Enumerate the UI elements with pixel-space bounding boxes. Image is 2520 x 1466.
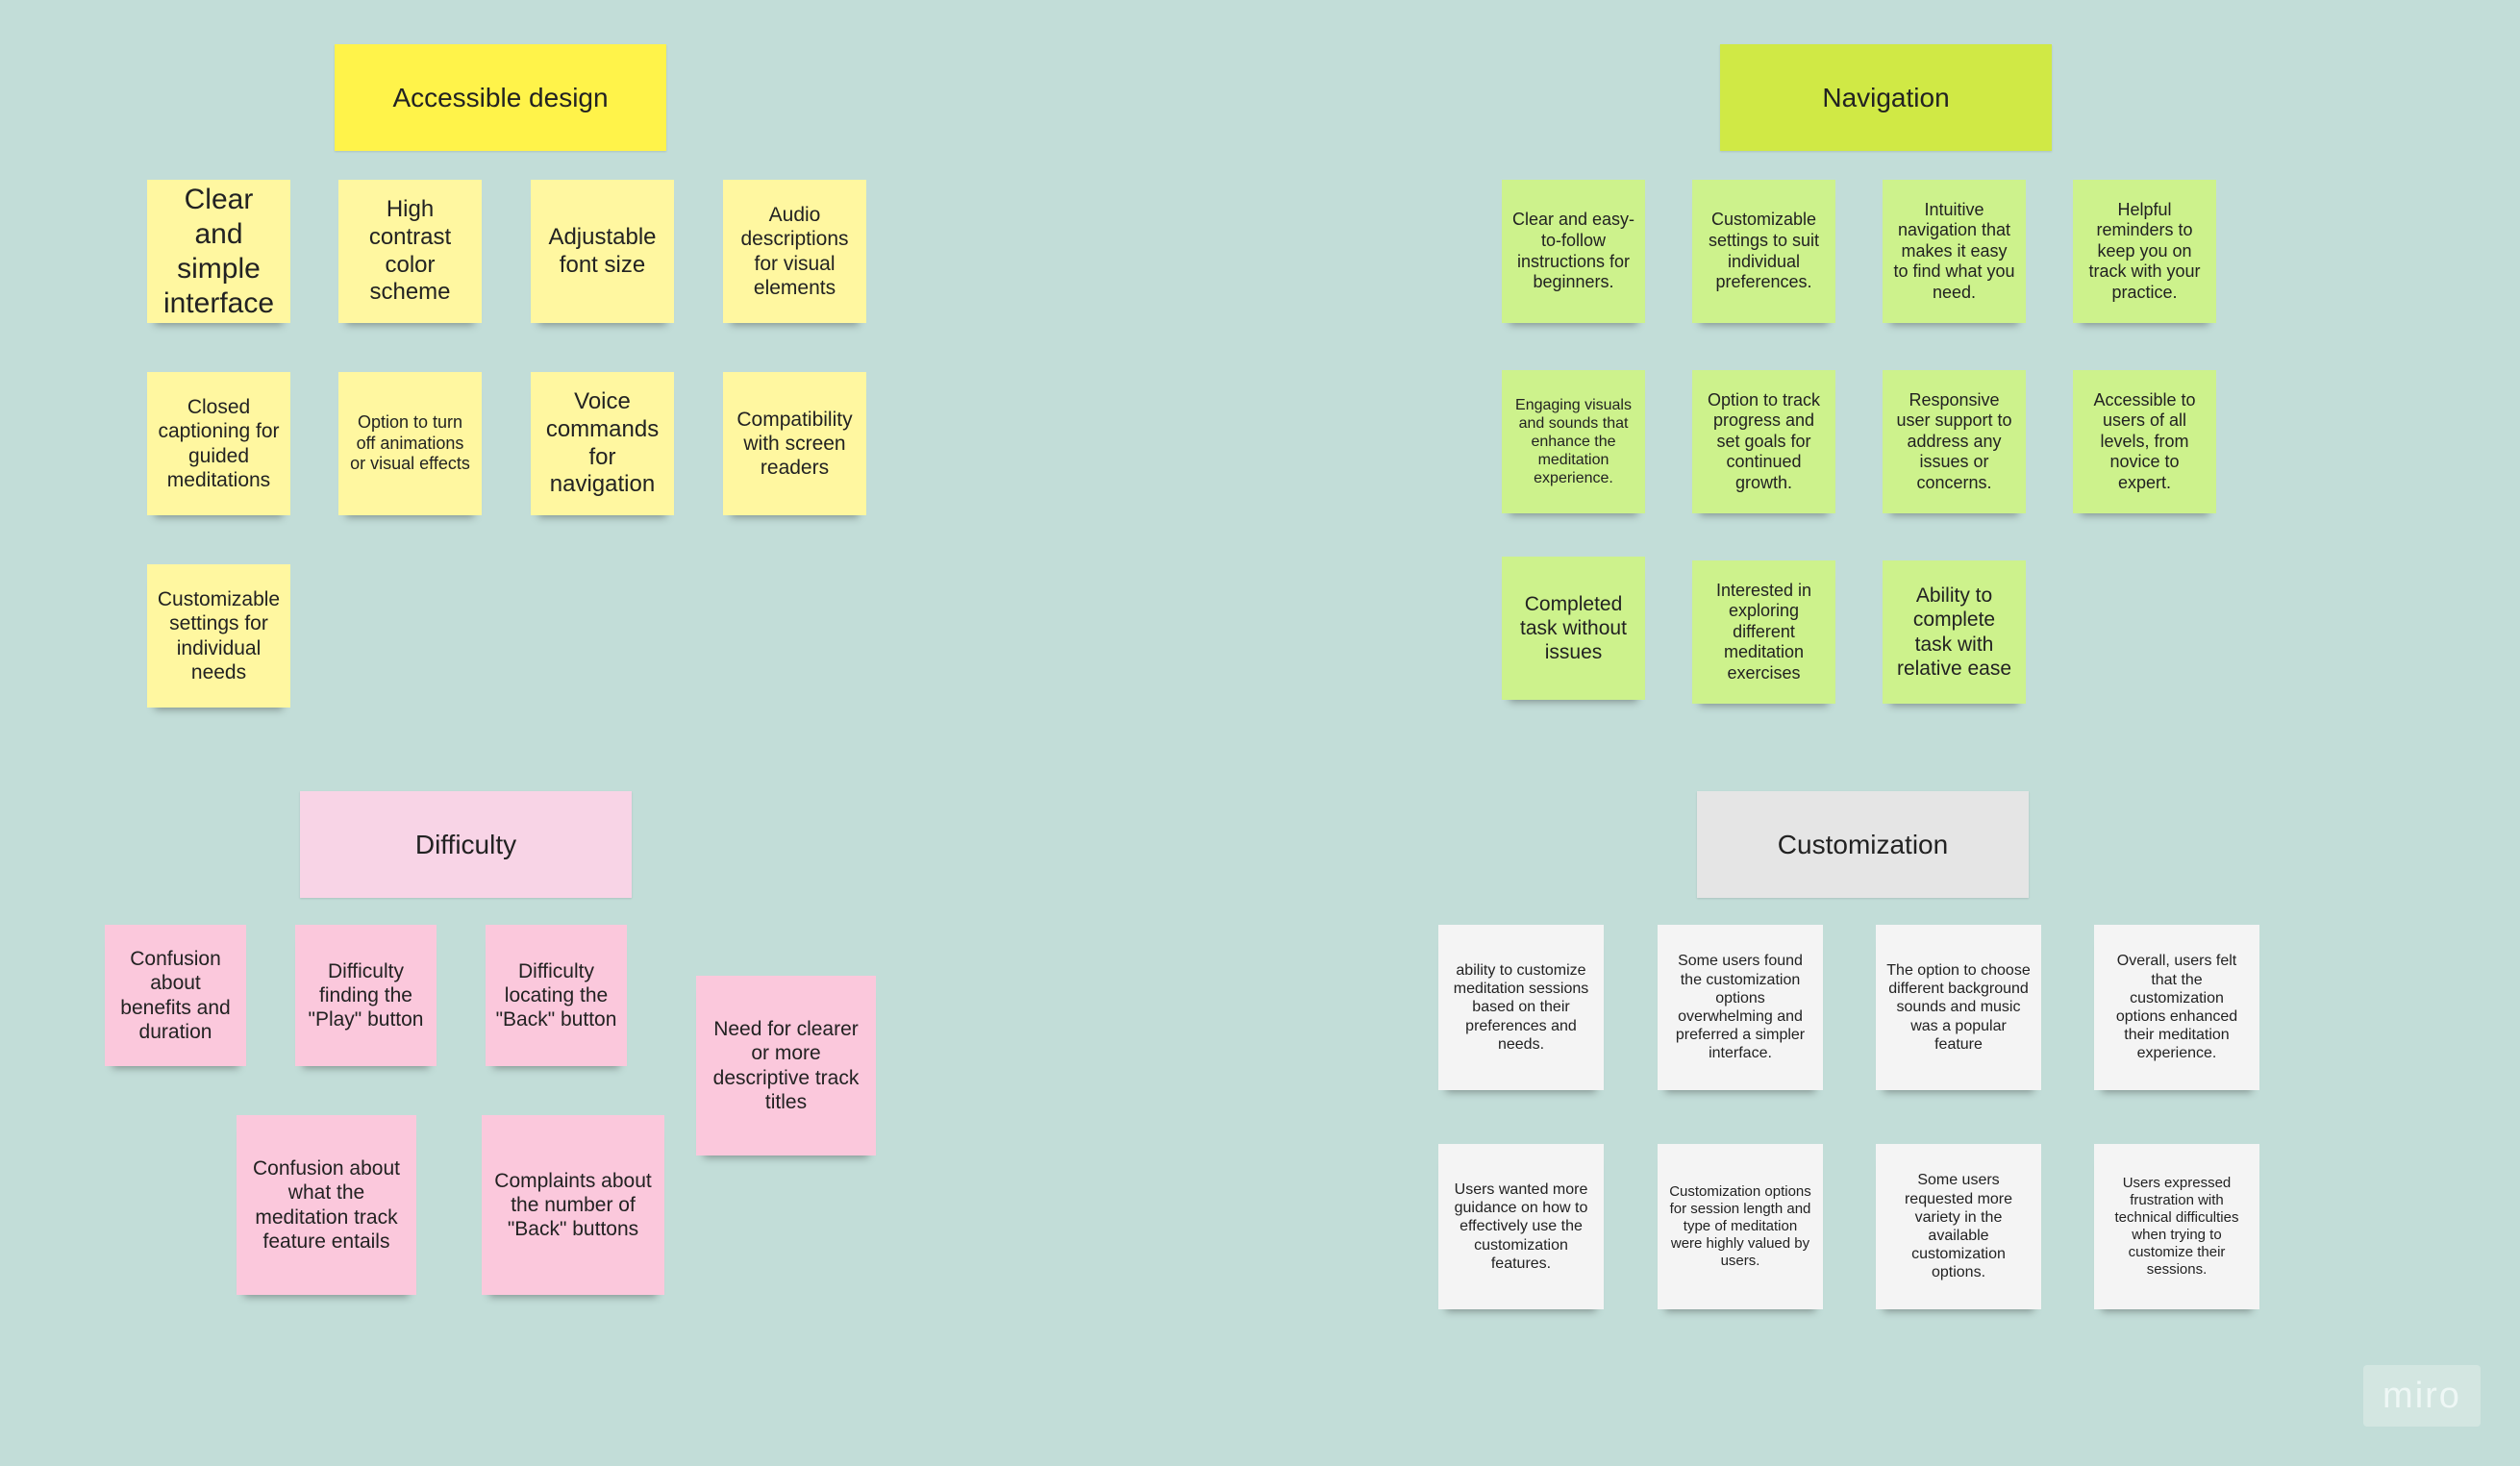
sticky-note[interactable]: Option to track progress and set goals f…	[1692, 370, 1835, 513]
sticky-note[interactable]: Clear and simple interface	[147, 180, 290, 323]
sticky-note[interactable]: Users expressed frustration with technic…	[2094, 1144, 2259, 1309]
sticky-note[interactable]: High contrast color scheme	[338, 180, 482, 323]
sticky-note[interactable]: Adjustable font size	[531, 180, 674, 323]
sticky-note[interactable]: Users wanted more guidance on how to eff…	[1438, 1144, 1604, 1309]
frame-header-customization[interactable]: Customization	[1697, 791, 2029, 898]
sticky-note[interactable]: Completed task without issues	[1502, 557, 1645, 700]
sticky-note[interactable]: Need for clearer or more descriptive tra…	[696, 976, 876, 1155]
sticky-note[interactable]: Customizable settings to suit individual…	[1692, 180, 1835, 323]
sticky-note[interactable]: Clear and easy-to-follow instructions fo…	[1502, 180, 1645, 323]
sticky-note[interactable]: Compatibility with screen readers	[723, 372, 866, 515]
sticky-note[interactable]: Closed captioning for guided meditations	[147, 372, 290, 515]
sticky-note[interactable]: Some users found the customization optio…	[1658, 925, 1823, 1090]
frame-header-accessible-design[interactable]: Accessible design	[335, 44, 666, 151]
sticky-note[interactable]: ability to customize meditation sessions…	[1438, 925, 1604, 1090]
sticky-note[interactable]: Voice commands for navigation	[531, 372, 674, 515]
sticky-note[interactable]: Confusion about what the meditation trac…	[237, 1115, 416, 1295]
sticky-note[interactable]: Engaging visuals and sounds that enhance…	[1502, 370, 1645, 513]
sticky-note[interactable]: Responsive user support to address any i…	[1883, 370, 2026, 513]
sticky-note[interactable]: Complaints about the number of "Back" bu…	[482, 1115, 664, 1295]
sticky-note[interactable]: Customization options for session length…	[1658, 1144, 1823, 1309]
sticky-note[interactable]: Audio descriptions for visual elements	[723, 180, 866, 323]
sticky-note[interactable]: Some users requested more variety in the…	[1876, 1144, 2041, 1309]
sticky-note[interactable]: Confusion about benefits and duration	[105, 925, 246, 1066]
sticky-note[interactable]: Difficulty locating the "Back" button	[486, 925, 627, 1066]
frame-header-difficulty[interactable]: Difficulty	[300, 791, 632, 898]
frame-header-navigation[interactable]: Navigation	[1720, 44, 2052, 151]
sticky-note[interactable]: Accessible to users of all levels, from …	[2073, 370, 2216, 513]
sticky-note[interactable]: The option to choose different backgroun…	[1876, 925, 2041, 1090]
miro-logo: miro	[2363, 1365, 2481, 1427]
sticky-note[interactable]: Option to turn off animations or visual …	[338, 372, 482, 515]
sticky-note[interactable]: Overall, users felt that the customizati…	[2094, 925, 2259, 1090]
sticky-note[interactable]: Interested in exploring different medita…	[1692, 560, 1835, 704]
sticky-note[interactable]: Helpful reminders to keep you on track w…	[2073, 180, 2216, 323]
sticky-note[interactable]: Customizable settings for individual nee…	[147, 564, 290, 708]
sticky-note[interactable]: Intuitive navigation that makes it easy …	[1883, 180, 2026, 323]
sticky-note[interactable]: Difficulty finding the "Play" button	[295, 925, 437, 1066]
sticky-note[interactable]: Ability to complete task with relative e…	[1883, 560, 2026, 704]
